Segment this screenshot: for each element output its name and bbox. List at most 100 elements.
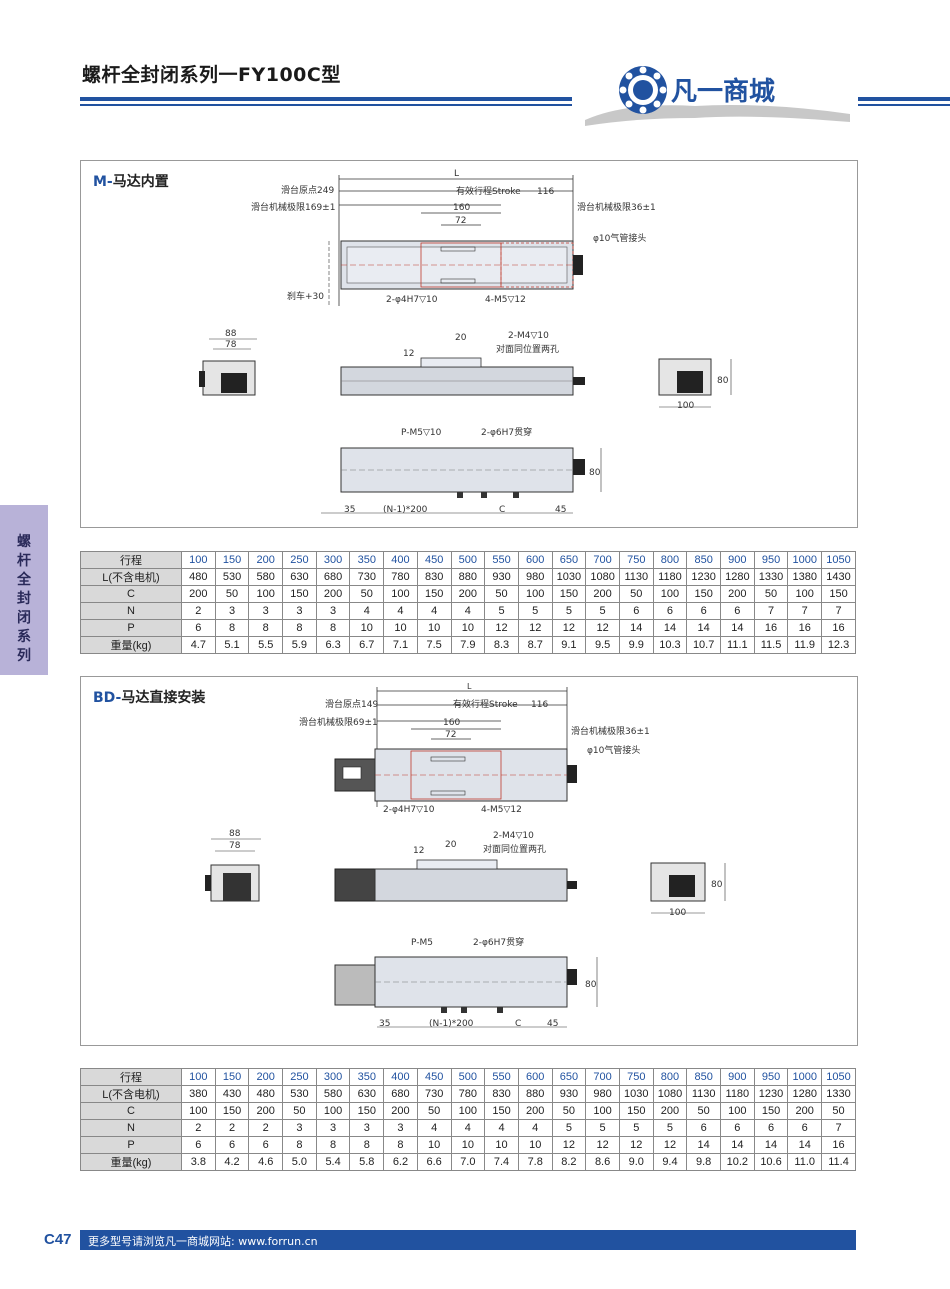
table-cell: 11.1: [720, 636, 755, 654]
table-cell: 14: [787, 1136, 823, 1154]
table-cell: 650: [551, 551, 587, 569]
table-cell: 6: [618, 602, 654, 620]
table-cell: 9.0: [618, 1153, 654, 1171]
table-cell: 6.2: [383, 1153, 418, 1171]
table-cell: 900: [720, 551, 755, 569]
table-cell: 8: [383, 1136, 418, 1154]
table-cell: 250: [282, 551, 317, 569]
table-cell: 5: [585, 602, 620, 620]
table-cell: 7: [821, 1119, 856, 1137]
table-cell: 12: [517, 619, 553, 637]
table-cell: 680: [315, 568, 351, 586]
table-cell: 700: [585, 1068, 620, 1086]
table-cell: 1380: [787, 568, 823, 586]
dim-C: C: [515, 1019, 521, 1029]
table-cell: 200: [585, 585, 620, 603]
table-cell: 14: [686, 1136, 721, 1154]
table-cell: 12: [652, 1136, 688, 1154]
table-cell: 10: [450, 1136, 486, 1154]
table-cell: 8: [349, 1136, 385, 1154]
table-cell: 2: [181, 1119, 216, 1137]
table-cell: 9.8: [686, 1153, 721, 1171]
footer-text: 更多型号请浏览凡一商城网站: www.forrun.cn: [88, 1235, 318, 1248]
row-header: L(不含电机): [80, 568, 182, 586]
table-cell: 6: [720, 1119, 755, 1137]
label-m4: 2-M4▽10: [493, 831, 534, 841]
table-cell: 16: [821, 619, 856, 637]
table-cell: 550: [484, 1068, 519, 1086]
dim-160: 160: [443, 718, 460, 728]
table-cell: 750: [618, 551, 654, 569]
table-cell: 850: [686, 1068, 721, 1086]
header-rule-right: [858, 97, 950, 101]
row-header: C: [80, 585, 182, 603]
table-cell: 12.3: [821, 636, 856, 654]
dim-88: 88: [225, 329, 237, 339]
table-cell: 350: [349, 551, 385, 569]
table-cell: 850: [686, 551, 721, 569]
table-cell: 200: [315, 585, 351, 603]
table-cell: 14: [652, 619, 688, 637]
table-cell: 50: [282, 1102, 317, 1120]
table-cell: 150: [686, 585, 721, 603]
table-cell: 1230: [686, 568, 721, 586]
table-cell: 200: [181, 585, 216, 603]
dim-12: 12: [413, 846, 424, 856]
table-cell: 6: [248, 1136, 284, 1154]
dim-78: 78: [229, 841, 241, 851]
table-cell: 6.3: [315, 636, 351, 654]
table-cell: 5.4: [315, 1153, 351, 1171]
table-cell: 1430: [821, 568, 856, 586]
table-cell: 4: [450, 602, 486, 620]
panel-code: BD-: [93, 690, 122, 706]
table-cell: 3: [282, 1119, 317, 1137]
table-cell: 1180: [652, 568, 688, 586]
table-cell: 6: [686, 1119, 721, 1137]
label-hole-4h7: 2-φ4H7▽10: [386, 295, 438, 305]
table-cell: 50: [686, 1102, 721, 1120]
label-opposite-holes: 对面同位置两孔: [483, 843, 546, 855]
table-cell: 4: [450, 1119, 486, 1137]
header-rule-left-thin: [80, 104, 572, 106]
table-cell: 8: [315, 619, 351, 637]
table-cell: 12: [551, 1136, 587, 1154]
table-cell: 400: [383, 551, 418, 569]
label-hole-4h7: 2-φ4H7▽10: [383, 805, 435, 815]
table-cell: 16: [753, 619, 789, 637]
dim-100: 100: [677, 401, 694, 411]
table-cell: 5.9: [282, 636, 317, 654]
table-cell: 9.9: [618, 636, 654, 654]
table-cell: 150: [821, 585, 856, 603]
side-tab-char: 全: [17, 572, 31, 588]
table-cell: 1130: [618, 568, 654, 586]
row-header: P: [80, 619, 182, 637]
table-cell: 14: [753, 1136, 789, 1154]
table-cell: 550: [484, 551, 519, 569]
table-cell: 3: [282, 602, 317, 620]
table-cell: 580: [248, 568, 284, 586]
table-cell: 6.7: [349, 636, 385, 654]
table-cell: 4.7: [181, 636, 216, 654]
table-cell: 100: [450, 1102, 486, 1120]
table-cell: 300: [315, 551, 351, 569]
table-cell: 830: [416, 568, 452, 586]
table-cell: 6: [214, 1136, 250, 1154]
dim-80-end: 80: [717, 376, 729, 386]
table-cell: 2: [248, 1119, 284, 1137]
page-number: C47: [44, 1231, 72, 1248]
label-pm5: P-M5: [411, 938, 433, 948]
drawing-m: L 滑台原点249 滑台机械极限169±1 有效行程Stroke 116 160…: [199, 169, 732, 515]
table-cell: 8.2: [551, 1153, 587, 1171]
table-cell: 880: [517, 1085, 553, 1103]
label-m4: 2-M4▽10: [508, 331, 549, 341]
table-cell: 12: [618, 1136, 654, 1154]
table-cell: 50: [484, 585, 519, 603]
table-cell: 880: [450, 568, 486, 586]
table-cell: 8: [282, 619, 317, 637]
table-cell: 100: [787, 585, 823, 603]
table-cell: 6.6: [416, 1153, 452, 1171]
table-cell: 10.2: [720, 1153, 755, 1171]
table-cell: 5: [551, 602, 587, 620]
